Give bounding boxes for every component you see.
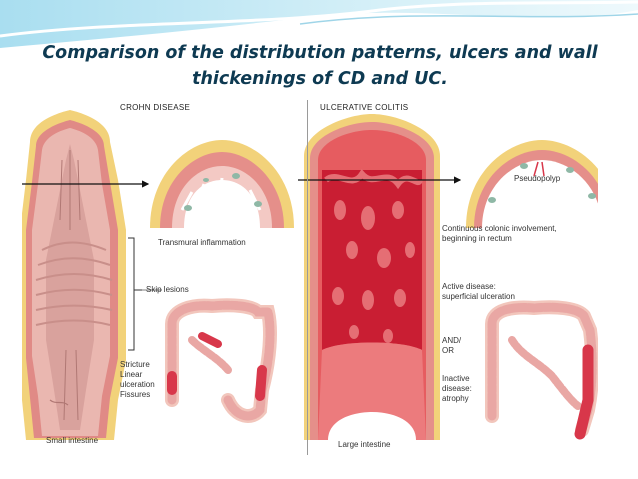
continuous-involvement-label: Continuous colonic involvement, beginnin… — [442, 224, 557, 244]
and-or-line-1: AND/ — [442, 336, 462, 345]
continuous-line-1: Continuous colonic involvement, — [442, 224, 557, 233]
uc-cross-section — [466, 140, 598, 228]
title-line-2: thickenings of CD and UC. — [192, 69, 448, 89]
small-intestine-label: Small intestine — [46, 436, 99, 445]
slide-title: Comparison of the distribution patterns,… — [20, 40, 620, 92]
stricture-label: Stricture Linear ulceration Fissures — [120, 360, 155, 400]
continuous-line-2: beginning in rectum — [442, 234, 512, 243]
inactive-line-3: atrophy — [442, 394, 469, 403]
inactive-disease-label: Inactive disease: atrophy — [442, 374, 472, 404]
crohn-heading: CROHN DISEASE — [120, 103, 191, 112]
stricture-line-1: Stricture — [120, 360, 150, 369]
active-line-1: Active disease: — [442, 282, 496, 291]
figure-illustration — [22, 110, 598, 440]
title-line-1: Comparison of the distribution patterns,… — [42, 43, 598, 63]
stricture-line-3: ulceration — [120, 380, 155, 389]
pseudopolyp-label: Pseudopolyp — [514, 174, 561, 183]
panel-divider — [307, 100, 308, 455]
comparison-figure: CROHN DISEASE Transmural inflammation Sk… — [22, 100, 598, 460]
skip-lesion-bracket — [128, 237, 142, 351]
inactive-line-1: Inactive — [442, 374, 470, 383]
skip-lesions-label: Skip lesions — [146, 285, 189, 294]
uc-large-intestine-illustration — [304, 114, 440, 440]
stricture-line-4: Fissures — [120, 390, 151, 399]
inactive-line-2: disease: — [442, 384, 472, 393]
transmural-label: Transmural inflammation — [158, 238, 246, 247]
and-or-label: AND/ OR — [442, 336, 461, 356]
active-disease-label: Active disease: superficial ulceration — [442, 282, 515, 302]
and-or-line-2: OR — [442, 346, 454, 355]
crohn-colon-illustration — [165, 298, 277, 423]
uc-colon-illustration — [485, 300, 598, 440]
uc-heading: ULCERATIVE COLITIS — [320, 103, 409, 112]
active-line-2: superficial ulceration — [442, 292, 515, 301]
crohn-cross-section — [150, 140, 294, 228]
crohn-small-intestine-illustration — [22, 110, 126, 440]
stricture-line-2: Linear — [120, 370, 143, 379]
large-intestine-label: Large intestine — [338, 440, 391, 449]
header-wave-decoration — [0, 0, 638, 48]
